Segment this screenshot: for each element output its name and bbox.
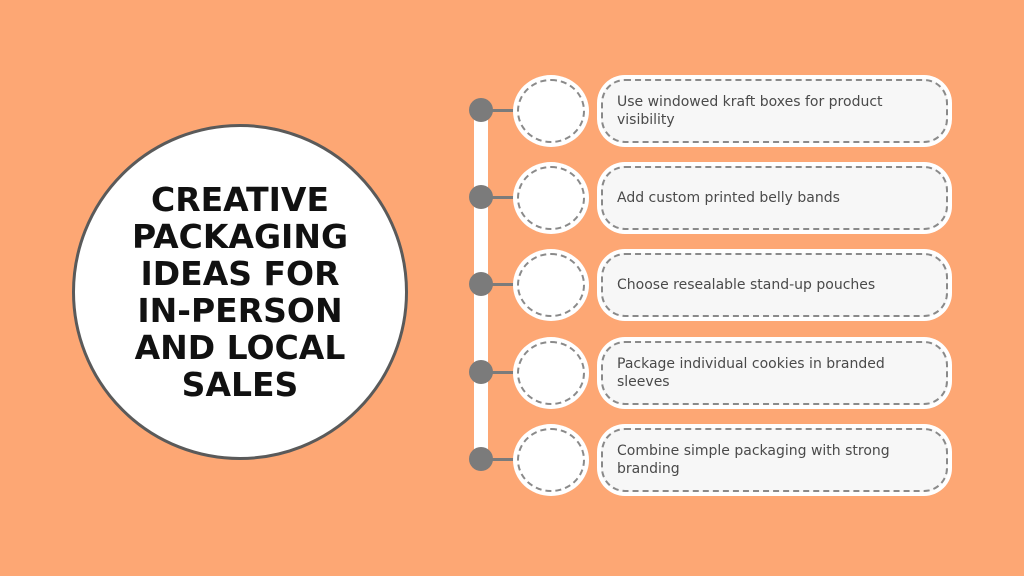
timeline-dot: [469, 98, 493, 122]
list-item: Combine simple packaging with strong bra…: [0, 424, 1024, 496]
step-card: Combine simple packaging with strong bra…: [597, 424, 952, 496]
step-ring: [513, 337, 589, 409]
title-circle: Creative Packaging Ideas for In-Person a…: [72, 124, 408, 460]
timeline-dot: [469, 360, 493, 384]
step-label: Combine simple packaging with strong bra…: [617, 443, 890, 477]
step-ring: [513, 424, 589, 496]
timeline-connector: [490, 371, 516, 374]
diagram-title: Creative Packaging Ideas for In-Person a…: [131, 180, 349, 404]
timeline-dot: [469, 185, 493, 209]
timeline-connector: [490, 283, 516, 286]
timeline-dot: [469, 447, 493, 471]
step-card: Package individual cookies in branded sl…: [597, 337, 952, 409]
step-label: Package individual cookies in branded sl…: [617, 356, 885, 390]
step-label: Add custom printed belly bands: [617, 190, 840, 206]
step-ring: [513, 249, 589, 321]
step-ring: [513, 75, 589, 147]
list-item: Use windowed kraft boxes for product vis…: [0, 75, 1024, 147]
timeline-connector: [490, 109, 516, 112]
step-card: Choose resealable stand-up pouches: [597, 249, 952, 321]
list-item: Choose resealable stand-up pouches: [0, 249, 1024, 321]
timeline-dot: [469, 272, 493, 296]
timeline-connector: [490, 458, 516, 461]
step-card: Use windowed kraft boxes for product vis…: [597, 75, 952, 147]
list-item: Add custom printed belly bands: [0, 162, 1024, 234]
step-label: Choose resealable stand-up pouches: [617, 277, 876, 293]
timeline-connector: [490, 196, 516, 199]
step-card: Add custom printed belly bands: [597, 162, 952, 234]
step-label: Use windowed kraft boxes for product vis…: [617, 94, 883, 128]
list-item: Package individual cookies in branded sl…: [0, 337, 1024, 409]
step-ring: [513, 162, 589, 234]
